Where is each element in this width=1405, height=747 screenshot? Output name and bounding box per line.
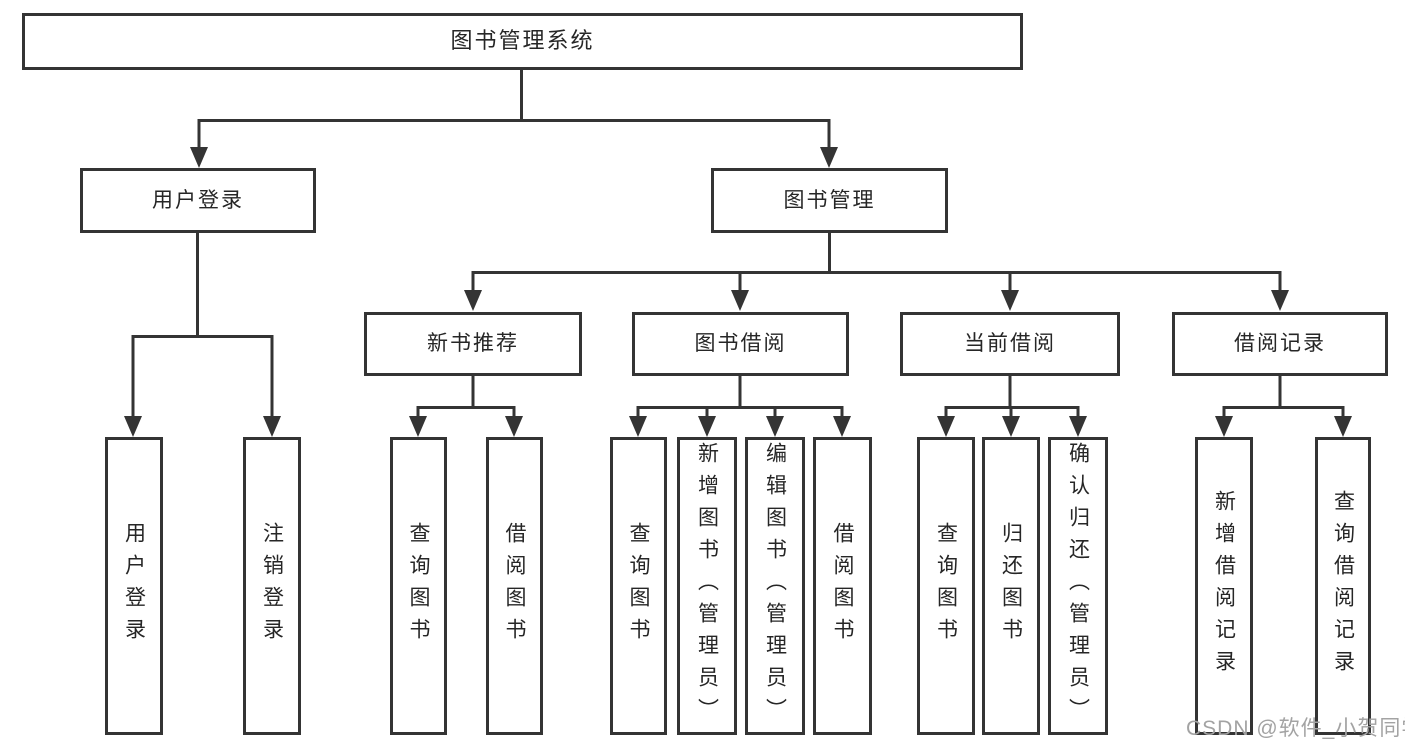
arrow-down-icon <box>1215 416 1352 437</box>
node-label: 查询图书 <box>934 522 958 650</box>
leaf-add-borrow-record: 新增借阅记录 <box>1195 437 1253 735</box>
node-label: 图书管理系统 <box>450 28 595 54</box>
arrow-down-icon <box>464 290 1289 311</box>
node-borrowing-records: 借阅记录 <box>1172 312 1388 376</box>
node-label: 借阅图书 <box>503 522 526 650</box>
node-label: 用户登录 <box>152 188 244 212</box>
node-label: 图书管理 <box>783 188 876 212</box>
node-label: 借阅记录 <box>1234 332 1326 356</box>
leaf-logout: 注销登录 <box>243 437 301 735</box>
leaf-query-books-current: 查询图书 <box>917 437 975 735</box>
node-label: 图书借阅 <box>694 332 787 356</box>
connector-line <box>1222 376 1345 419</box>
connector-line <box>636 376 844 419</box>
leaf-query-borrow-record: 查询借阅记录 <box>1315 437 1371 735</box>
leaf-borrow-books-borrowing: 借阅图书 <box>813 437 872 735</box>
node-new-book-recommend: 新书推荐 <box>364 312 582 376</box>
node-label: 新增借阅记录 <box>1212 490 1236 682</box>
node-label: 查询图书 <box>407 522 430 650</box>
connector-recommend-to-children <box>409 376 523 437</box>
connector-line <box>944 376 1080 419</box>
leaf-add-book-admin: 新增图书（管理员） <box>677 437 737 735</box>
connector-current-to-children <box>937 376 1087 437</box>
connector-borrowing-to-children <box>629 376 851 437</box>
node-book-borrowing: 图书借阅 <box>632 312 849 376</box>
node-label: 查询借阅记录 <box>1331 490 1355 682</box>
connector-line <box>416 376 516 419</box>
arrow-down-icon <box>937 416 1087 437</box>
arrow-down-icon <box>124 416 281 437</box>
leaf-user-login: 用户登录 <box>105 437 163 735</box>
csdn-watermark: CSDN @软件_小贺同学 <box>1186 717 1405 740</box>
node-label: 用户登录 <box>122 522 146 650</box>
node-label: 新增图书（管理员） <box>695 442 719 730</box>
node-label: 当前借阅 <box>964 332 1056 356</box>
leaf-confirm-return-admin: 确认归还（管理员） <box>1048 437 1108 735</box>
connector-user-login-to-children <box>124 233 281 437</box>
connector-root-to-level2 <box>190 69 838 168</box>
connector-line <box>131 233 274 419</box>
node-root: 图书管理系统 <box>22 13 1023 70</box>
arrow-down-icon <box>409 416 523 437</box>
node-label: 新书推荐 <box>427 332 519 356</box>
node-current-borrowing: 当前借阅 <box>900 312 1120 376</box>
connector-line <box>197 69 831 150</box>
leaf-edit-book-admin: 编辑图书（管理员） <box>745 437 805 735</box>
leaf-borrow-books-recommend: 借阅图书 <box>486 437 543 735</box>
connector-records-to-children <box>1215 376 1352 437</box>
node-label: 编辑图书（管理员） <box>763 442 787 730</box>
connector-book-mgmt-to-level3 <box>464 233 1289 311</box>
leaf-query-books-recommend: 查询图书 <box>390 437 447 735</box>
node-book-management: 图书管理 <box>711 168 948 233</box>
node-label: 归还图书 <box>999 522 1023 650</box>
node-label: 查询图书 <box>627 522 650 650</box>
arrow-down-icon <box>629 416 851 437</box>
leaf-return-book: 归还图书 <box>982 437 1040 735</box>
node-label: 确认归还（管理员） <box>1066 442 1090 730</box>
connector-line <box>471 233 1282 293</box>
leaf-query-books-borrowing: 查询图书 <box>610 437 667 735</box>
node-label: 注销登录 <box>260 522 284 650</box>
node-label: 借阅图书 <box>831 522 854 650</box>
node-user-login: 用户登录 <box>80 168 316 233</box>
arrow-down-icon <box>190 147 838 168</box>
